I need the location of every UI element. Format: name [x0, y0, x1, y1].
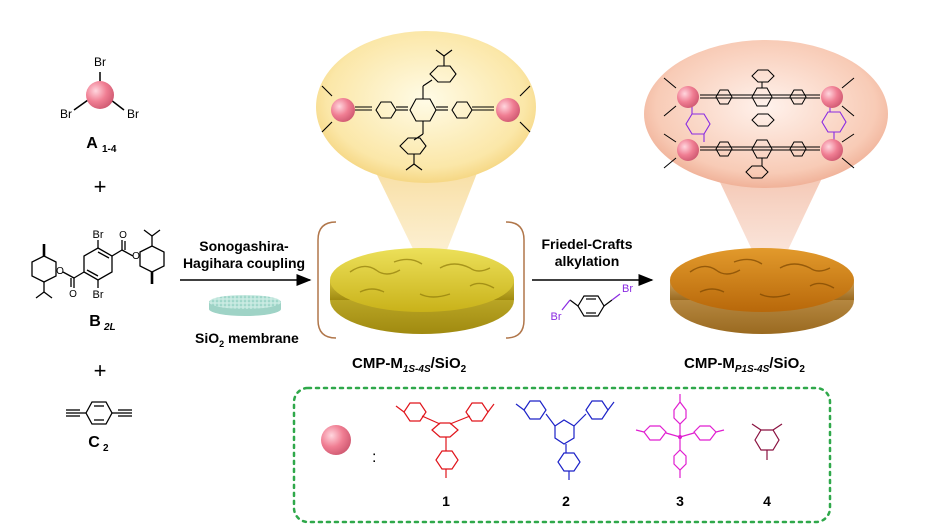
plus-sign: +: [94, 358, 107, 383]
legend-num-4: 4: [763, 493, 771, 509]
oxygen-label: O: [119, 230, 127, 241]
oxygen-label: O: [56, 266, 64, 277]
label-b: B: [89, 313, 101, 330]
label-a-sub: 1-4: [102, 144, 117, 155]
legend-box: [292, 386, 832, 524]
step2-line2: alkylation: [555, 253, 620, 269]
br-label: Br: [94, 55, 106, 69]
step2-line1: Friedel-Crafts: [541, 236, 632, 252]
oxygen-label: O: [69, 289, 77, 300]
plus-sign: +: [94, 174, 107, 199]
support-label: SiO2 membrane: [195, 330, 299, 349]
legend-structure-2: [515, 400, 615, 480]
br-label: Br: [622, 283, 633, 295]
label-a: A: [86, 135, 98, 152]
oxygen-label: O: [132, 251, 140, 262]
node-sphere: [821, 139, 843, 161]
monomer-a: Br Br Br A 1-4: [60, 55, 139, 155]
br-label: Br: [127, 107, 139, 121]
legend-num-2: 2: [562, 493, 570, 509]
br-label: Br: [93, 289, 104, 301]
dibromo-xylene: [561, 293, 621, 317]
monomer-b: [31, 229, 165, 299]
node-sphere: [677, 139, 699, 161]
node-sphere: [821, 86, 843, 108]
product1-structure: [321, 49, 531, 171]
node-sphere: [331, 98, 355, 122]
node-sphere: [321, 425, 351, 455]
legend-structure-4: [751, 423, 783, 460]
step1-line1: Sonogashira-: [199, 238, 289, 254]
legend-structure-1: [395, 402, 495, 478]
node-sphere: [677, 86, 699, 108]
legend-structure-3: [635, 394, 725, 478]
node-sphere: [496, 98, 520, 122]
monomer-c: [66, 401, 132, 425]
legend-colon: :: [372, 449, 376, 466]
node-sphere: [86, 81, 114, 109]
legend-num-1: 1: [442, 493, 450, 509]
product1-graphic: [316, 31, 536, 339]
br-label: Br: [93, 229, 104, 241]
product2-structure: [663, 69, 855, 179]
monomer-b-atoms: Br Br O O O O B 2L: [56, 229, 140, 333]
label-c: C: [88, 434, 100, 451]
sio2-membrane: [209, 295, 281, 316]
product2-label: CMP-MP1S-4S/SiO2: [684, 355, 805, 375]
label-b-sub: 2L: [103, 322, 116, 333]
product2-graphic: [644, 40, 888, 334]
br-label: Br: [551, 311, 562, 323]
label-c-sub: 2: [103, 443, 109, 454]
br-label: Br: [60, 107, 72, 121]
product1-label: CMP-M1S-4S/SiO2: [352, 355, 467, 375]
step1-line2: Hagihara coupling: [183, 255, 305, 271]
legend-num-3: 3: [676, 493, 684, 509]
